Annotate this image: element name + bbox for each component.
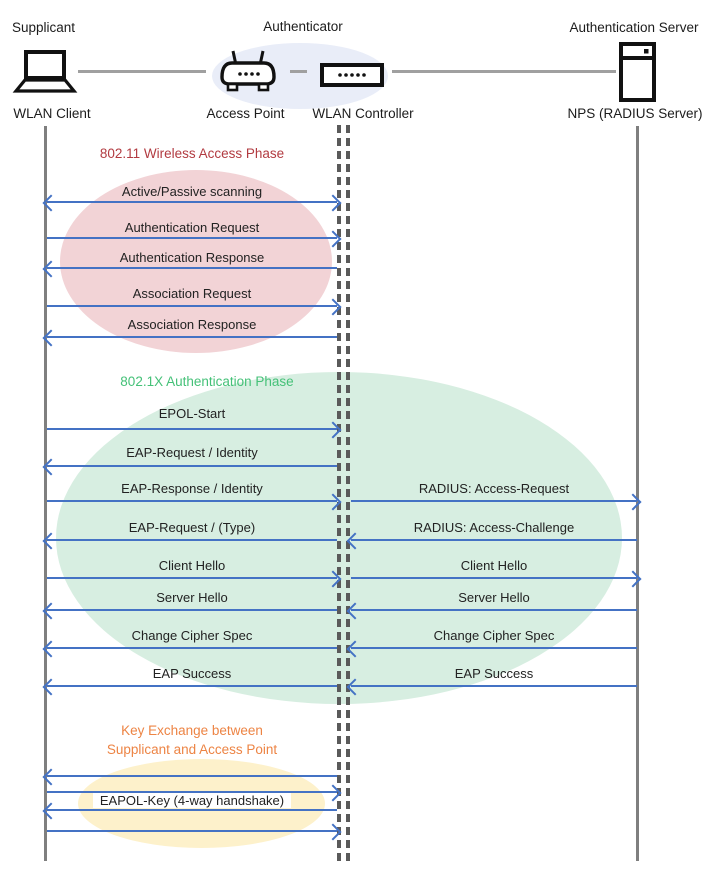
message-label: RADIUS: Access-Request (418, 481, 570, 496)
arrow-right (47, 784, 342, 802)
message-label: Server Hello (156, 590, 228, 605)
connector-line (290, 70, 307, 73)
role-authenticator: Authenticator (263, 19, 343, 34)
arrow-right (47, 298, 342, 316)
arrow-right (47, 493, 342, 511)
message-label: RADIUS: Access-Challenge (413, 520, 575, 535)
message-label: Authentication Request (124, 220, 260, 235)
message-label: Client Hello (460, 558, 528, 573)
arrow-left (42, 640, 337, 658)
message-label: EAP Success (454, 666, 534, 681)
arrow-right (351, 493, 642, 511)
arrow-left (42, 329, 337, 347)
lifeline-wlan-controller-dashed (346, 125, 350, 861)
arrow-left (42, 768, 337, 786)
arrow-left (346, 640, 637, 658)
node-label-access-point: Access Point (206, 106, 285, 121)
arrow-right (47, 230, 342, 248)
phase1-title: 802.11 Wireless Access Phase (99, 146, 285, 161)
laptop-icon (10, 49, 78, 95)
message-label: Client Hello (158, 558, 226, 573)
message-label: Change Cipher Spec (433, 628, 555, 643)
message-label: EPOL-Start (158, 406, 226, 421)
connector-line (78, 70, 206, 73)
message-label: Association Request (132, 286, 252, 301)
message-label: EAP Success (152, 666, 232, 681)
arrow-left (42, 458, 337, 476)
eapol-key-label: EAPOL-Key (4-way handshake) (47, 793, 337, 809)
message-label: EAP-Response / Identity (121, 481, 263, 496)
message-label: Association Response (127, 317, 257, 332)
arrow-right (47, 421, 342, 439)
lifeline-access-point-dashed (337, 125, 341, 861)
arrow-left (346, 532, 637, 550)
message-label: EAP-Request / (Type) (128, 520, 256, 535)
wlan-controller-icon (319, 62, 385, 88)
message-label: EAP-Request / Identity (126, 445, 258, 460)
node-label-nps-radius: NPS (RADIUS Server) (567, 106, 703, 121)
arrow-left (346, 602, 637, 620)
arrow-left (42, 532, 337, 550)
lifeline-auth-server (636, 126, 639, 861)
arrow-both (42, 194, 342, 212)
server-icon (618, 41, 658, 103)
lifeline-supplicant (44, 126, 47, 861)
access-point-icon (217, 47, 279, 93)
role-authentication-server: Authentication Server (569, 20, 699, 35)
arrow-left (42, 602, 337, 620)
message-label: Change Cipher Spec (131, 628, 253, 643)
arrow-left (42, 678, 337, 696)
arrow-right (351, 570, 642, 588)
phase3-title-line2: Supplicant and Access Point (106, 742, 278, 757)
message-label: Active/Passive scanning (121, 184, 263, 199)
node-label-wlan-controller: WLAN Controller (312, 106, 414, 121)
node-label-wlan-client: WLAN Client (13, 106, 91, 121)
message-label: Server Hello (458, 590, 530, 605)
arrow-left (42, 260, 337, 278)
role-supplicant: Supplicant (12, 20, 76, 35)
connector-line (392, 70, 616, 73)
phase3-title: Key Exchange between Supplicant and Acce… (47, 721, 337, 759)
phase1-ellipse (60, 170, 332, 353)
phase3-title-line1: Key Exchange between (121, 723, 263, 738)
phase2-title: 802.1X Authentication Phase (120, 374, 294, 389)
arrow-left (346, 678, 637, 696)
arrow-right (47, 570, 342, 588)
message-label: Authentication Response (119, 250, 265, 265)
arrow-right (47, 823, 342, 841)
arrow-left (42, 802, 337, 820)
